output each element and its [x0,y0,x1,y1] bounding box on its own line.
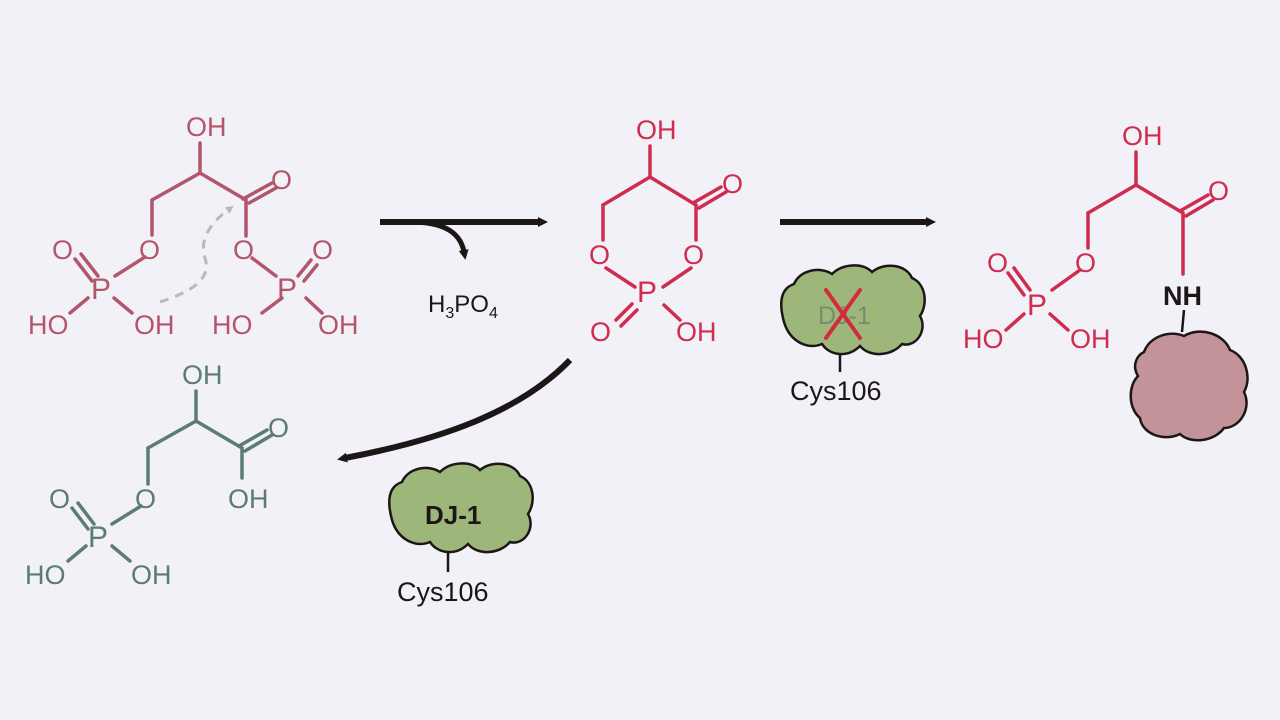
atom-o: O [271,165,292,195]
atom-o: O [683,240,704,270]
atom-o: O [49,484,70,514]
atom-o: O [139,235,160,265]
atom-labels-acid: OH O OH O O P HO OH [25,360,289,590]
atom-labels-reactant: OH O O O O O P P HO OH HO OH [28,112,359,340]
dj1-enzyme-active: DJ-1 Cys106 [388,462,534,607]
cys106-label: Cys106 [790,376,882,406]
dj1-label-active: DJ-1 [425,500,481,530]
atom-labels-product: OH O O O P HO OH [963,121,1229,354]
atom-p: P [637,276,657,309]
atom-o: O [135,484,156,514]
atom-oh: OH [182,360,223,390]
atom-ho: HO [28,310,69,340]
atom-oh: OH [131,560,172,590]
byproduct-h3po4: H3PO4 [428,291,498,322]
atom-o: O [590,317,611,347]
cys106-label: Cys106 [397,577,489,607]
atom-p: P [91,273,111,306]
molecule-protein-adduct [1004,150,1215,332]
x-mark-icon [824,288,862,340]
reaction-arrow-cyclization [380,217,548,260]
atom-oh: OH [676,317,717,347]
electron-push-arrow [159,205,234,304]
atom-labels-intermediate: OH O O O P O OH [589,115,743,347]
atom-o: O [1208,176,1229,206]
atom-p: P [1027,289,1047,322]
atom-o: O [233,235,254,265]
atom-o: O [589,240,610,270]
atom-o: O [1075,248,1096,278]
atom-o: O [52,235,73,265]
atom-oh: OH [186,112,227,142]
dj1-enzyme-inactive: DJ-1 Cys106 [780,264,926,406]
atom-o: O [987,248,1008,278]
atom-o: O [312,235,333,265]
atom-oh: OH [134,310,175,340]
atom-p: P [277,273,297,306]
atom-oh: OH [228,484,269,514]
reaction-arrow-hydrolysis [337,357,573,463]
molecule-cyclic-phosphoglycerate [601,144,728,328]
atom-oh: OH [1122,121,1163,151]
atom-nh: NH [1163,281,1202,311]
atom-ho: HO [25,560,66,590]
atom-o: O [268,413,289,443]
atom-oh: OH [318,310,359,340]
atom-oh: OH [636,115,677,145]
atom-oh: OH [1070,324,1111,354]
atom-ho: HO [212,310,253,340]
atom-ho: HO [963,324,1004,354]
molecule-bisphosphoglycerate [68,141,324,315]
molecule-3-phosphoglycerate [66,389,274,563]
atom-o: O [722,169,743,199]
atom-p: P [88,521,108,554]
protein-blob-icon [1129,330,1249,442]
